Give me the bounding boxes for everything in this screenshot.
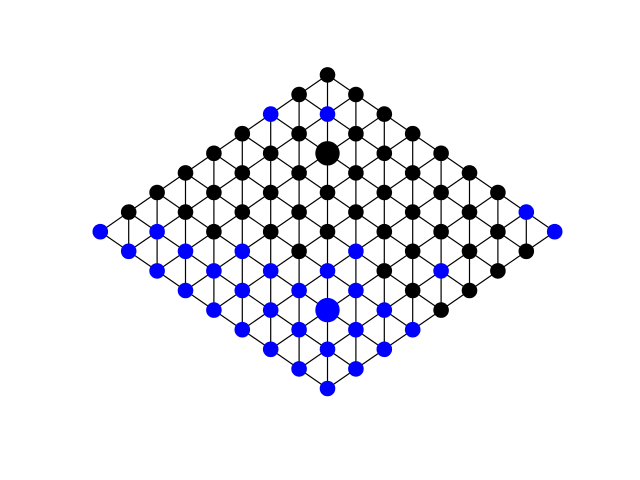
board-cell-black[interactable]	[490, 223, 506, 240]
board-cell-black[interactable]	[461, 243, 478, 260]
board-cell-blue[interactable]	[262, 302, 279, 318]
board-cell-blue[interactable]	[319, 341, 336, 358]
board-cell-black[interactable]	[234, 204, 251, 220]
board-cell-blue[interactable]	[319, 263, 336, 279]
board-cell-blue[interactable]	[518, 204, 535, 220]
board-cell-blue[interactable]	[149, 223, 165, 240]
board-cell-blue[interactable]	[262, 263, 279, 279]
board-cell-black[interactable]	[177, 204, 194, 220]
board-cell-blue[interactable]	[291, 282, 307, 299]
board-cell-highlighted[interactable]	[315, 297, 340, 323]
board-cell-black[interactable]	[404, 282, 421, 299]
board-cell-blue[interactable]	[348, 321, 364, 338]
board-cell-black[interactable]	[461, 165, 478, 181]
board-cell-black[interactable]	[206, 145, 222, 162]
board-cell-black[interactable]	[177, 165, 194, 181]
board-cell-blue[interactable]	[120, 243, 137, 260]
board-cell-black[interactable]	[291, 125, 307, 142]
board-cell-blue[interactable]	[177, 243, 194, 260]
board-cell-blue[interactable]	[206, 302, 222, 318]
board-cell-blue[interactable]	[234, 243, 251, 260]
board-cell-blue[interactable]	[348, 282, 364, 299]
board-cell-blue[interactable]	[291, 321, 307, 338]
board-cell-black[interactable]	[206, 184, 222, 201]
board-cell-black[interactable]	[376, 223, 393, 240]
board-cell-highlighted[interactable]	[315, 141, 340, 166]
board-cell-black[interactable]	[291, 165, 307, 181]
board-cell-black[interactable]	[262, 145, 279, 162]
board-cell-black[interactable]	[348, 86, 364, 103]
board-cell-black[interactable]	[319, 67, 336, 83]
board-cell-black[interactable]	[319, 223, 336, 240]
board-cell-blue[interactable]	[291, 361, 307, 377]
board-cell-blue[interactable]	[206, 263, 222, 279]
board-cell-blue[interactable]	[234, 321, 251, 338]
board-cell-black[interactable]	[404, 243, 421, 260]
board-cell-blue[interactable]	[92, 223, 109, 240]
board-cell-black[interactable]	[291, 204, 307, 220]
board-cell-black[interactable]	[149, 184, 165, 201]
board-cell-black[interactable]	[206, 223, 222, 240]
board-cell-black[interactable]	[433, 223, 449, 240]
board-cell-black[interactable]	[234, 125, 251, 142]
board-cell-black[interactable]	[262, 223, 279, 240]
board-cell-black[interactable]	[404, 165, 421, 181]
board-cell-black[interactable]	[348, 125, 364, 142]
board-cell-blue[interactable]	[177, 282, 194, 299]
board-cell-black[interactable]	[376, 106, 393, 122]
board-cell-blue[interactable]	[262, 341, 279, 358]
board-cell-black[interactable]	[376, 145, 393, 162]
board-cell-black[interactable]	[262, 184, 279, 201]
board-cell-blue[interactable]	[348, 361, 364, 377]
board-cell-black[interactable]	[490, 263, 506, 279]
board-cell-blue[interactable]	[262, 106, 279, 122]
board-cell-black[interactable]	[376, 184, 393, 201]
board-cells	[92, 67, 563, 397]
board-cell-blue[interactable]	[234, 282, 251, 299]
board-cell-blue[interactable]	[149, 263, 165, 279]
board-cell-blue[interactable]	[376, 302, 393, 318]
board-cell-black[interactable]	[120, 204, 137, 220]
board-cell-black[interactable]	[404, 204, 421, 220]
board-cell-black[interactable]	[376, 263, 393, 279]
board-cell-black[interactable]	[348, 165, 364, 181]
board-cell-black[interactable]	[348, 204, 364, 220]
board-cell-black[interactable]	[291, 86, 307, 103]
board-cell-black[interactable]	[433, 184, 449, 201]
board-cell-blue[interactable]	[319, 106, 336, 122]
board-cell-blue[interactable]	[404, 321, 421, 338]
board-cell-blue[interactable]	[433, 263, 449, 279]
board-cell-black[interactable]	[433, 145, 449, 162]
board-cell-black[interactable]	[490, 184, 506, 201]
board-cell-blue[interactable]	[319, 380, 336, 397]
board-cell-black[interactable]	[518, 243, 535, 260]
board-cell-blue[interactable]	[546, 223, 563, 240]
board-cell-black[interactable]	[404, 125, 421, 142]
board-cell-black[interactable]	[234, 165, 251, 181]
board-cell-blue[interactable]	[348, 243, 364, 260]
board-cell-black[interactable]	[433, 302, 449, 318]
board-cell-black[interactable]	[461, 204, 478, 220]
board-cell-black[interactable]	[461, 282, 478, 299]
board-cell-black[interactable]	[291, 243, 307, 260]
board-cell-black[interactable]	[319, 184, 336, 201]
board-cell-blue[interactable]	[376, 341, 393, 358]
